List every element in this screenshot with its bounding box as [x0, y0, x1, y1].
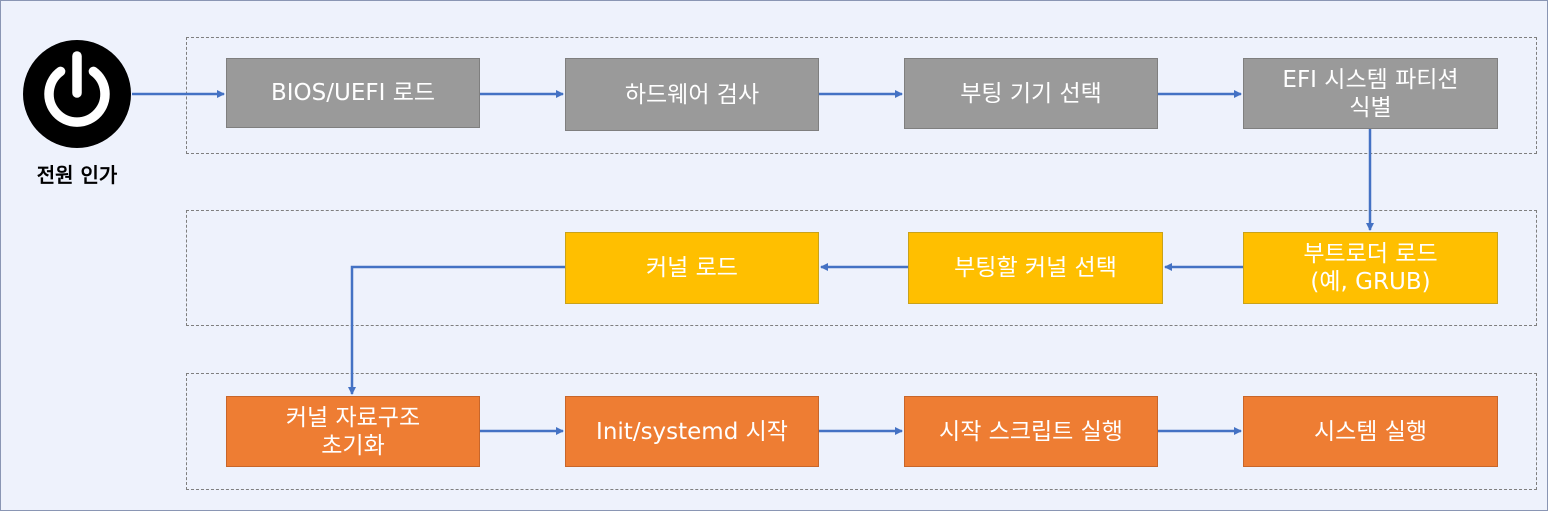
step-init-systemd-start: Init/systemd 시작 — [565, 396, 819, 467]
step-startup-scripts-run: 시작 스크립트 실행 — [904, 396, 1158, 467]
hardware-stage-group — [186, 37, 1537, 154]
step-kernel-load: 커널 로드 — [565, 232, 819, 304]
power-icon — [23, 40, 131, 148]
step-boot-device-select: 부팅 기기 선택 — [904, 58, 1158, 129]
step-bootloader-load: 부트로더 로드 (예, GRUB) — [1243, 232, 1498, 304]
step-kernel-select: 부팅할 커널 선택 — [908, 232, 1163, 304]
step-bios-uefi-load: BIOS/UEFI 로드 — [226, 58, 480, 128]
step-system-run: 시스템 실행 — [1243, 396, 1498, 467]
power-on-label: 전원 인가 — [36, 163, 118, 187]
kernel-stage-group — [186, 373, 1537, 490]
step-kernel-datastruct-init: 커널 자료구조 초기화 — [226, 396, 480, 467]
bootloader-stage-group — [186, 210, 1537, 326]
step-hardware-check: 하드웨어 검사 — [565, 58, 819, 131]
step-efi-partition-identify: EFI 시스템 파티션 식별 — [1243, 58, 1498, 129]
